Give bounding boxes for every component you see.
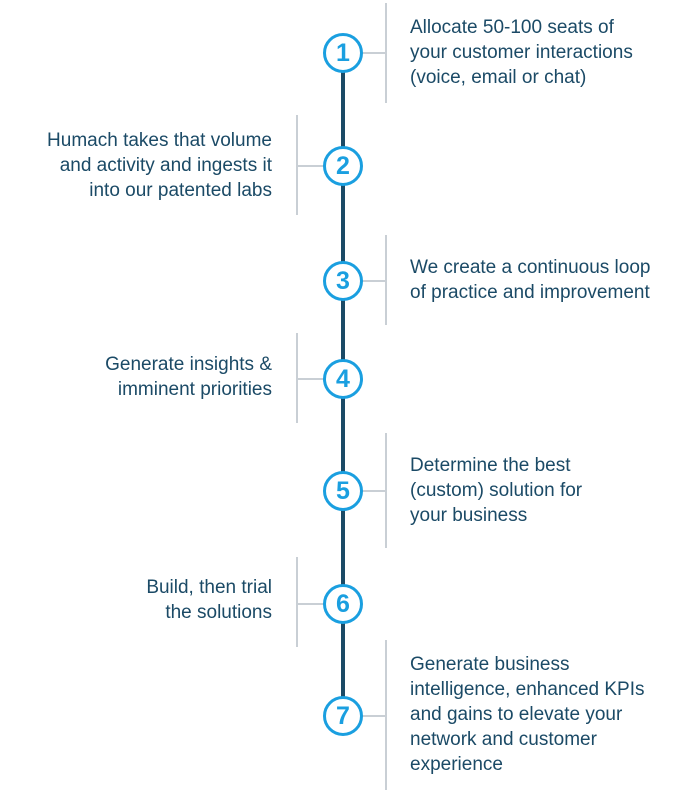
step-description: Build, then trial the solutions — [146, 575, 272, 625]
divider-line — [385, 3, 387, 103]
step-description-line: (voice, email or chat) — [410, 67, 587, 88]
divider-line — [296, 557, 298, 647]
step-description: Generate insights & imminent priorities — [105, 352, 272, 402]
step-number-badge: 5 — [323, 471, 363, 511]
step-description: We create a continuous loop of practice … — [410, 255, 650, 305]
step-description-line: your customer interactions — [410, 42, 633, 63]
step-description-line: experience — [410, 754, 503, 775]
step-number-badge: 3 — [323, 261, 363, 301]
step-description: Allocate 50-100 seats of your customer i… — [410, 15, 633, 90]
step-description-line: and gains to elevate your — [410, 704, 623, 725]
step-number-badge: 1 — [323, 33, 363, 73]
step-description: Determine the best (custom) solution for… — [410, 453, 582, 528]
step-number-badge: 6 — [323, 584, 363, 624]
step-description-line: of practice and improvement — [410, 282, 650, 303]
step-description-line: into our patented labs — [89, 180, 272, 201]
divider-line — [296, 115, 298, 215]
step-description-line: imminent priorities — [117, 379, 272, 400]
connector-tick — [298, 165, 324, 167]
connector-tick — [360, 715, 386, 717]
connector-tick — [360, 280, 386, 282]
step-description-line: and activity and ingests it — [59, 155, 272, 176]
connector-tick — [360, 52, 386, 54]
step-number-badge: 4 — [323, 359, 363, 399]
step-description-line: the solutions — [165, 602, 272, 623]
step-description: Humach takes that volume and activity an… — [47, 128, 272, 203]
connector-tick — [298, 603, 324, 605]
step-description-line: your business — [410, 505, 528, 526]
connector-tick — [360, 490, 386, 492]
step-description-line: Generate business — [410, 654, 570, 675]
step-description-line: We create a continuous loop — [410, 257, 651, 278]
step-number-badge: 2 — [323, 146, 363, 186]
step-description-line: Allocate 50-100 seats of — [410, 17, 614, 38]
step-description: Generate business intelligence, enhanced… — [410, 652, 645, 777]
step-description-line: Determine the best — [410, 455, 571, 476]
divider-line — [385, 235, 387, 325]
step-number-badge: 7 — [323, 696, 363, 736]
connector-tick — [298, 378, 324, 380]
step-description-line: (custom) solution for — [410, 480, 583, 501]
divider-line — [296, 333, 298, 423]
step-description-line: Humach takes that volume — [47, 130, 272, 151]
step-description-line: network and customer — [410, 729, 597, 750]
step-description-line: Generate insights & — [105, 354, 272, 375]
step-description-line: Build, then trial — [146, 577, 272, 598]
divider-line — [385, 640, 387, 790]
step-description-line: intelligence, enhanced KPIs — [410, 679, 645, 700]
divider-line — [385, 433, 387, 548]
